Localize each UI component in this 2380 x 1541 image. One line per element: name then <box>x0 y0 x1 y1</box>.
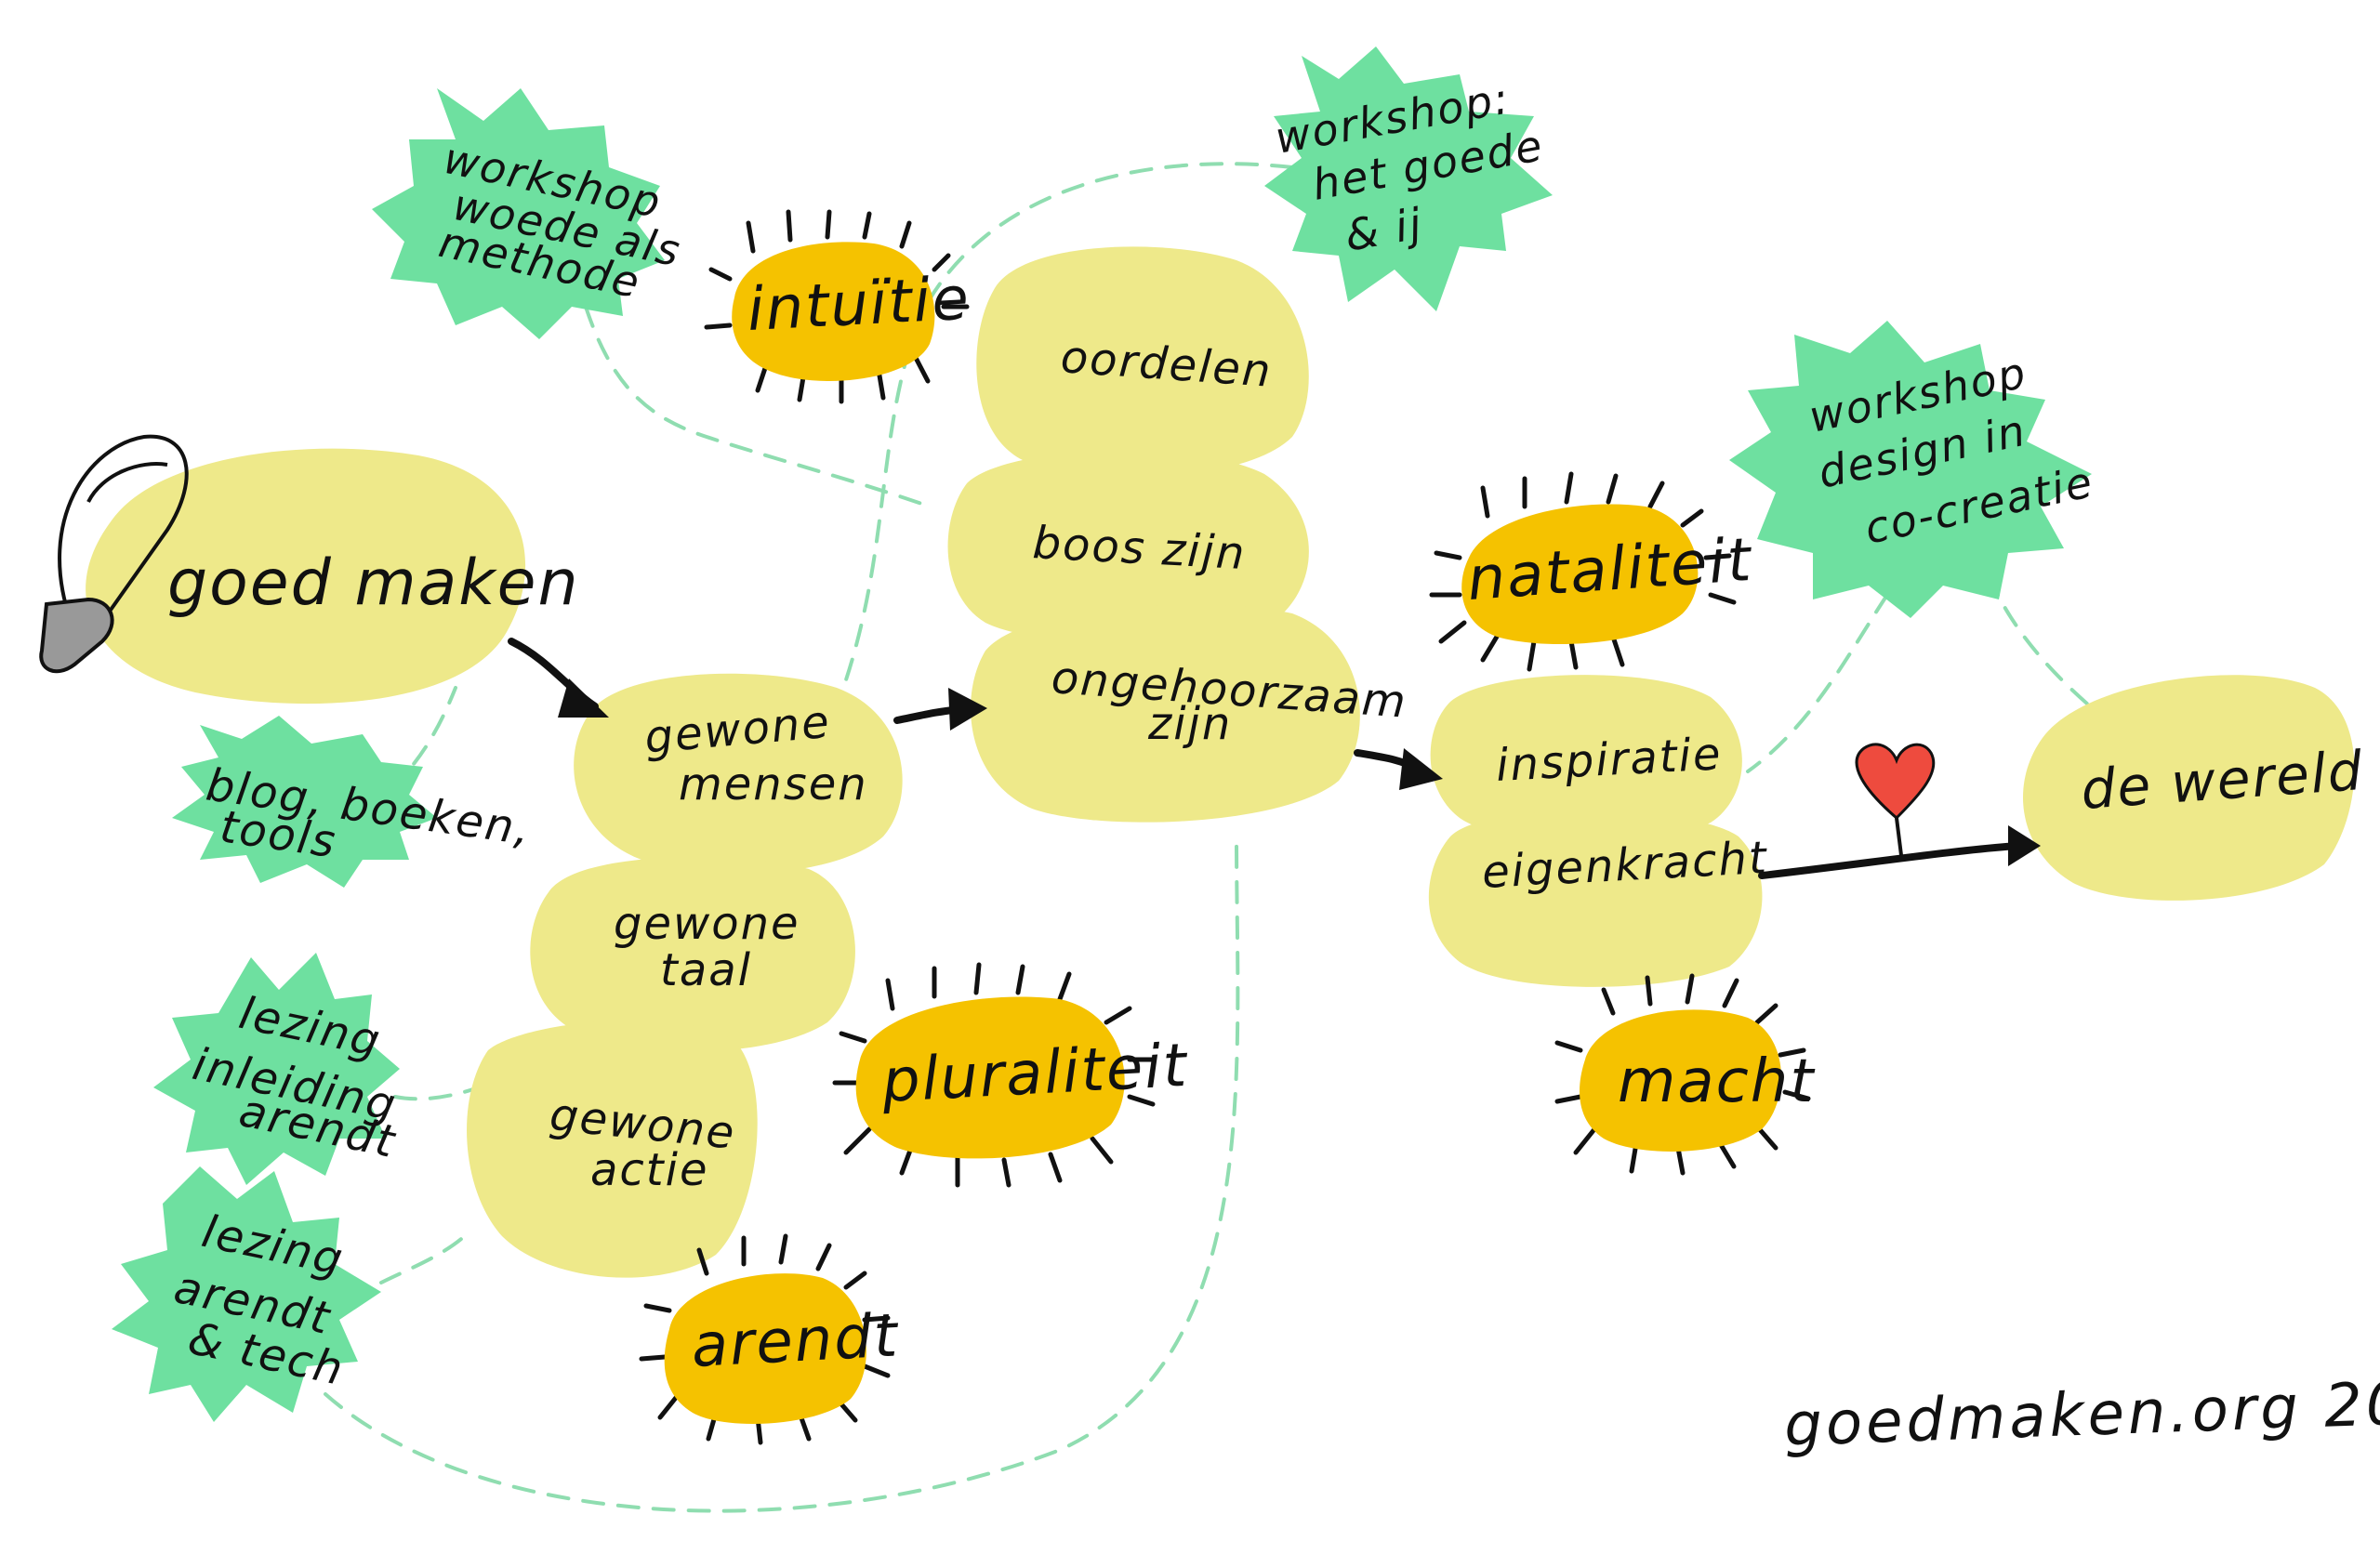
arrow-goedmaken-to-mensen-head <box>558 678 609 718</box>
arrow-ongehoorzaam-to-inspiratie-head <box>1399 748 1443 790</box>
node-inspiratie-shape <box>1430 675 1742 843</box>
burst-macht-rays <box>1554 973 1811 1176</box>
node-inspiratie: inspiratie <box>1430 675 1742 843</box>
workshop-design: workshop design in co-creatie <box>1729 321 2098 618</box>
node-inspiratie-label: inspiratie <box>1495 728 1724 792</box>
arrow-eigenkracht-to-wereld <box>1758 842 2021 879</box>
node-gewone-mensen-line2: mensen <box>679 758 868 810</box>
node-gewone-taal-line2: taal <box>660 944 752 996</box>
node-gewone-mensen-shape <box>574 673 903 874</box>
node-de-wereld-shape <box>2023 675 2355 901</box>
burst-macht-label: macht <box>1618 1047 1816 1116</box>
workshop-lezing-tech-shape <box>112 1166 381 1422</box>
burst-pluraliteit-label: pluraliteit <box>879 1032 1191 1116</box>
node-boos-zijn-label: boos zijn <box>1031 517 1247 580</box>
node-boos-zijn-shape <box>947 450 1309 643</box>
node-boos-zijn: boos zijn <box>947 450 1309 643</box>
node-eigenkracht-shape <box>1428 810 1763 987</box>
connector-design-to-inspiratie <box>1746 593 1889 773</box>
node-gewone-actie-line2: actie <box>590 1144 709 1196</box>
heart-shape <box>1855 743 1936 821</box>
workshop-lezing-inleiding-shape <box>153 953 400 1185</box>
burst-intuitie: intuïtie <box>704 209 972 404</box>
burst-pluraliteit: pluraliteit <box>832 962 1191 1188</box>
arrow-mensen-to-ongehoorzaam-head <box>948 688 987 731</box>
arrow-eigenkracht-to-wereld-head <box>2008 825 2041 866</box>
connector-lezing1-to-actie <box>393 1086 481 1101</box>
connector-woede-to-boos <box>584 305 932 508</box>
workshop-blog-shape <box>172 716 437 888</box>
node-ongehoorzaam-shape <box>971 604 1360 823</box>
workshop-lezing-inleiding: lezing inleiding arendt <box>153 953 402 1185</box>
connector-lezing2-to-actie <box>379 1230 471 1284</box>
node-eigenkracht: eigenkracht <box>1428 810 1769 987</box>
burst-macht: macht <box>1554 973 1816 1176</box>
node-oordelen: oordelen <box>976 246 1309 478</box>
workshop-woede: workshop woede als methode <box>372 88 686 339</box>
node-goedmaken-shape <box>86 448 526 705</box>
burst-arendt-shape <box>664 1273 866 1424</box>
flow-arrows <box>508 638 2041 879</box>
burst-macht-shape <box>1580 1009 1781 1152</box>
burst-nataliteit-shape <box>1461 504 1699 644</box>
node-gewone-actie-shape <box>467 1020 758 1278</box>
node-goedmaken: goed maken <box>86 448 580 705</box>
node-de-wereld: de wereld <box>2023 675 2366 901</box>
burst-intuitie-rays <box>704 209 970 404</box>
node-gewone-taal-shape <box>530 857 855 1052</box>
node-ongehoorzaam-line2: zijn <box>1147 698 1232 750</box>
connector-design-to-wereld <box>1988 574 2103 718</box>
node-gewone-actie: gewone actie <box>467 1020 758 1278</box>
burst-intuitie-shape <box>732 242 935 381</box>
workshop-goede-shape <box>1264 46 1553 311</box>
node-gewone-mensen: gewone mensen <box>574 673 903 874</box>
burst-pluraliteit-rays <box>832 962 1156 1188</box>
burst-arendt: arendt <box>639 1233 902 1445</box>
workshop-woede-shape <box>372 88 665 339</box>
connector-loop-to-ongehoorzaam <box>324 835 1240 1513</box>
burst-arendt-label: arendt <box>690 1301 902 1381</box>
burst-nataliteit-rays <box>1429 471 1737 672</box>
node-gewone-taal: gewone taal <box>530 857 855 1052</box>
burst-intuitie-label: intuïtie <box>746 265 972 345</box>
burst-pluraliteit-shape <box>855 996 1125 1159</box>
node-gewone-taal-line1: gewone <box>614 898 800 950</box>
workshop-design-shape <box>1729 321 2092 618</box>
workshop-lezing-tech: lezing arendt & tech <box>112 1166 381 1422</box>
safety-pin-clasp <box>39 597 114 674</box>
workshop-blog: blog, boeken, tools <box>172 716 535 888</box>
node-goedmaken-label: goed maken <box>167 547 580 620</box>
node-oordelen-shape <box>976 246 1309 478</box>
safety-pin-icon <box>39 434 189 674</box>
workshop-goede: workshop: het goede & ij <box>1264 46 1553 311</box>
burst-nataliteit: nataliteit <box>1429 471 1755 672</box>
signature-text: goedmaken.org 2025 <box>1783 1367 2380 1460</box>
node-ongehoorzaam: ongehoorzaam zijn <box>971 604 1409 823</box>
heart-icon <box>1855 743 1936 856</box>
